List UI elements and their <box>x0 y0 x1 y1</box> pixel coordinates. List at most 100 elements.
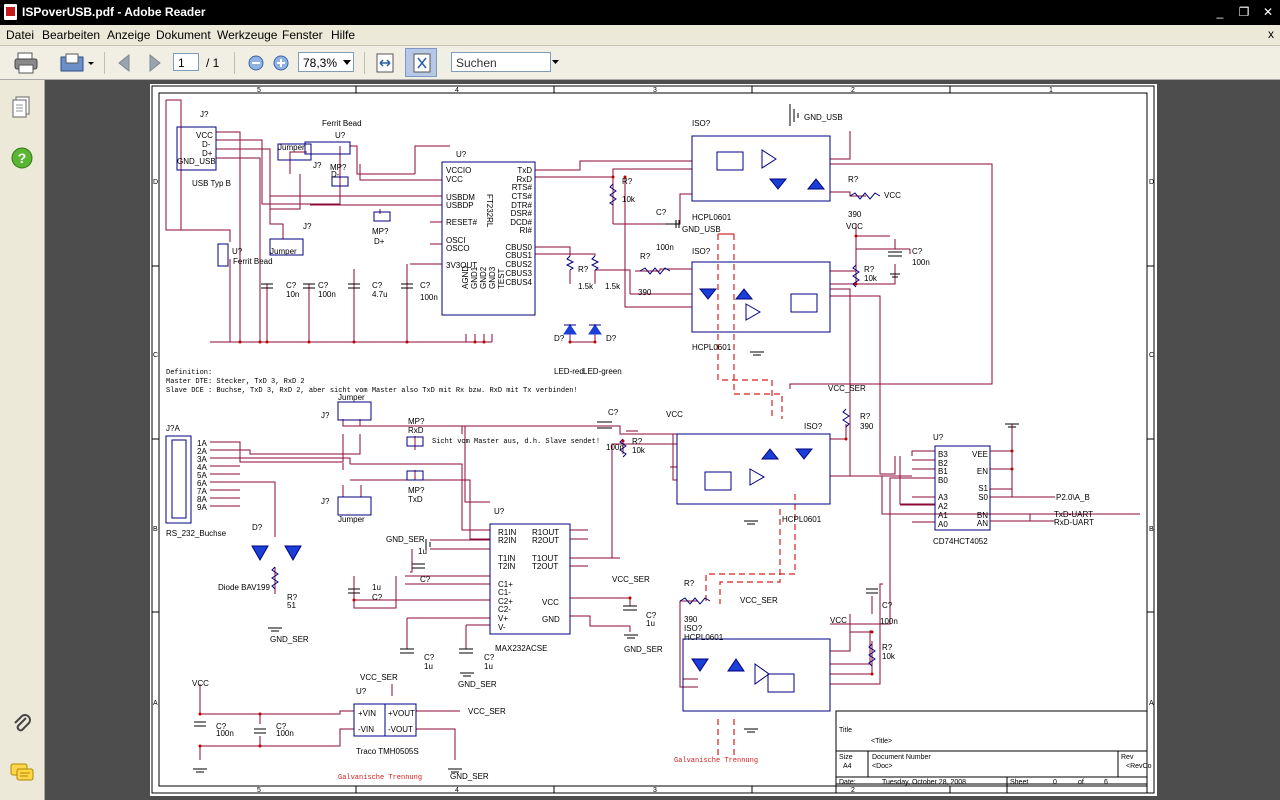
menu-werkzeuge[interactable]: Werkzeuge <box>217 28 278 42</box>
ferrit-bead-top-label: Ferrit Bead <box>322 119 362 128</box>
attachments-icon[interactable] <box>10 712 34 736</box>
r-cbus-1-value: 1.5k <box>578 282 594 291</box>
c-bot-value: 100n <box>880 617 898 626</box>
border-row-d-right: D <box>1149 179 1154 186</box>
title-block-sheet-value: 0 <box>1053 779 1057 786</box>
rs-pin-4a: 4A <box>197 463 207 472</box>
ft-pin-rts: RTS# <box>512 183 533 192</box>
comments-icon[interactable] <box>9 762 35 784</box>
ft-pin-agnd: AGND <box>461 266 470 289</box>
c3-label: C? <box>372 281 383 290</box>
minimize-button[interactable]: _ <box>1216 5 1224 19</box>
c-usb-label: C? <box>656 208 667 217</box>
rs-pin-8a: 8A <box>197 495 207 504</box>
r-390-top-value: 390 <box>638 288 652 297</box>
gnd-ser-label-1: GND_SER <box>270 635 309 644</box>
cd-pin-b1: B1 <box>938 467 948 476</box>
border-row-c-right: C <box>1149 352 1154 359</box>
traco-pin-vout-minus: -VOUT <box>388 725 413 734</box>
print-icon[interactable] <box>13 51 39 75</box>
zoom-select[interactable]: 78,3% <box>298 52 354 72</box>
cd-pin-en: EN <box>977 467 988 476</box>
j-q2-label: J? <box>303 222 312 231</box>
menu-hilfe[interactable]: Hilfe <box>331 28 356 42</box>
document-close-button[interactable]: x <box>1268 27 1274 41</box>
c-max-5-label: C? <box>646 611 657 620</box>
pages-panel-icon[interactable] <box>11 96 33 118</box>
jumper-4-label: Jumper <box>338 515 365 524</box>
email-icon[interactable] <box>58 51 96 75</box>
cd74hct4052-name: CD74HCT4052 <box>933 537 988 546</box>
next-page-icon[interactable] <box>144 51 166 75</box>
hcpl-3-label: HCPL0601 <box>782 515 822 524</box>
restore-button[interactable]: ❐ <box>1238 5 1250 19</box>
ground-symbols <box>193 104 1019 773</box>
j-rs-1-label: J? <box>321 411 330 420</box>
title-block-size-value: A4 <box>843 763 852 770</box>
search-dropdown-chevron-icon[interactable] <box>552 60 560 66</box>
border-col-4-bottom: 4 <box>455 787 459 794</box>
navigation-panel: ? <box>0 80 45 800</box>
border-col-1: 1 <box>1049 87 1053 94</box>
r-mid-390-value: 390 <box>860 422 874 431</box>
menu-anzeige[interactable]: Anzeige <box>107 28 151 42</box>
zoom-in-icon[interactable] <box>271 51 291 75</box>
toolbar-separator <box>234 52 235 74</box>
title-block-date-value: Tuesday, October 28, 2008 <box>882 779 966 786</box>
vcc-label-3: VCC <box>666 410 683 419</box>
c-max-4-label: C? <box>484 653 495 662</box>
junctions <box>198 175 1014 748</box>
border-row-b: B <box>153 526 158 533</box>
c3-value: 4.7u <box>372 290 388 299</box>
search-input[interactable]: Suchen <box>451 52 551 72</box>
fit-width-icon[interactable] <box>374 51 396 75</box>
border-row-b-right: B <box>1149 526 1154 533</box>
c-right-label: C? <box>912 247 923 256</box>
c2-value: 100n <box>318 290 336 299</box>
ft232-u-label: U? <box>456 150 467 159</box>
fit-page-button[interactable] <box>405 48 437 77</box>
mp-dplus-label: MP? <box>372 227 389 236</box>
traco-name: Traco TMH0505S <box>356 747 419 756</box>
ft-pin-cbus4: CBUS4 <box>505 278 532 287</box>
usb-type-label: USB Typ B <box>192 179 231 188</box>
vcc-ser-label-1: VCC_SER <box>612 575 650 584</box>
gnd-ser-label-2: GND_SER <box>386 535 425 544</box>
iso-4-label: ISO? <box>684 624 703 633</box>
max-pin-vcc: VCC <box>542 598 559 607</box>
definition-line-1: Master DTE: Stecker, TxD 3, RxD 2 <box>166 378 305 386</box>
max-pin-c2minus: C2- <box>498 605 511 614</box>
c-max-1-value: 1u <box>418 547 427 556</box>
close-button[interactable]: ✕ <box>1262 5 1274 19</box>
r-51-label: R? <box>287 593 298 602</box>
j-a-label: J?A <box>166 424 180 433</box>
border-row-d: D <box>153 179 158 186</box>
title-block-title-value: <Title> <box>871 738 892 745</box>
ft-pin-gnd3: GND3 <box>488 266 497 289</box>
menu-dokument[interactable]: Dokument <box>156 28 211 42</box>
menu-bearbeiten[interactable]: Bearbeiten <box>42 28 101 42</box>
ft-pin-dtr: DTR# <box>511 201 532 210</box>
title-block-of-value: 6 <box>1104 779 1108 786</box>
c2-label: C? <box>318 281 329 290</box>
r-10k-right-value: 10k <box>864 274 878 283</box>
rs-pin-1a: 1A <box>197 439 207 448</box>
page-number-input[interactable]: 1 <box>173 53 199 71</box>
ft-pin-test: TEST <box>497 268 506 289</box>
border-col-5: 5 <box>257 87 261 94</box>
help-icon[interactable]: ? <box>10 146 34 170</box>
definition-line-2: Slave DCE : Buchse, TxD 3, RxD 2, aber s… <box>166 387 578 395</box>
prev-page-icon[interactable] <box>113 51 135 75</box>
j-usb-label: J? <box>200 110 209 119</box>
r-bot-390-value: 390 <box>684 615 698 624</box>
r-10k-label: R? <box>622 177 633 186</box>
zoom-out-icon[interactable] <box>246 51 266 75</box>
adobe-reader-app-icon <box>4 4 17 20</box>
mp-rxd-label2: RxD <box>408 426 424 435</box>
title-block-title-label: Title <box>839 727 852 734</box>
menu-datei[interactable]: Datei <box>6 28 35 42</box>
menu-bar: Datei Bearbeiten Anzeige Dokument Werkze… <box>0 25 1280 46</box>
max-pin-t2out: T2OUT <box>532 562 558 571</box>
vcc-ser-label-5: VCC_SER <box>468 707 506 716</box>
menu-fenster[interactable]: Fenster <box>282 28 323 42</box>
